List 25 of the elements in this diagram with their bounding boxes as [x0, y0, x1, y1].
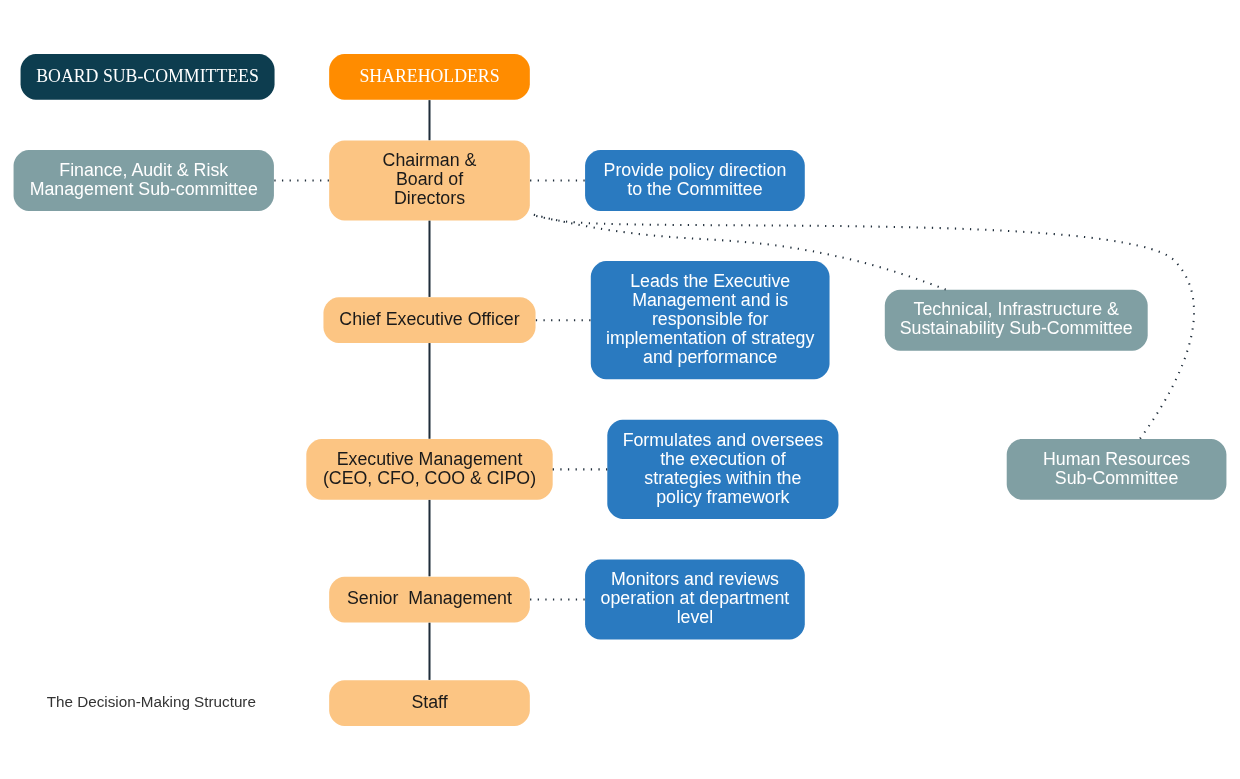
node-box: Chief Executive Officer	[323, 296, 536, 343]
connector	[274, 178, 329, 181]
node-box: Technical, Infrastructure & Sustainability Sub-Committee	[884, 289, 1148, 351]
node-box: BOARD SUB-COMMITTEES	[20, 53, 275, 100]
connector	[530, 598, 585, 601]
connector	[530, 178, 585, 181]
node-box: SHAREHOLDERS	[329, 53, 530, 100]
connector	[535, 318, 591, 321]
connector	[428, 622, 431, 680]
node-box: Leads the Executive Management and is responsible for implementation of strategy and performance	[590, 260, 830, 379]
node-box: Finance, Audit & Risk Management Sub-committee	[13, 149, 274, 211]
node-box: Senior Management	[329, 576, 530, 622]
connector	[428, 499, 431, 576]
node-box: Executive Management (CEO, CFO, COO & CIPO)	[306, 438, 553, 500]
connector	[428, 99, 431, 140]
connector	[428, 220, 431, 297]
node-box: Staff	[329, 679, 530, 726]
connector	[428, 342, 431, 439]
node-box: Formulates and oversees the execution of strategies within the policy framework	[607, 419, 839, 519]
node-box: Human Resources Sub-Committee	[1006, 438, 1227, 500]
connector	[552, 467, 608, 470]
node-box: Provide policy direction to the Committee	[585, 149, 805, 211]
node-box: Chairman & Board of Directors	[329, 139, 530, 220]
label: The Decision-Making Structure	[46, 692, 256, 710]
node-box: Monitors and reviews operation at department level	[585, 559, 805, 640]
